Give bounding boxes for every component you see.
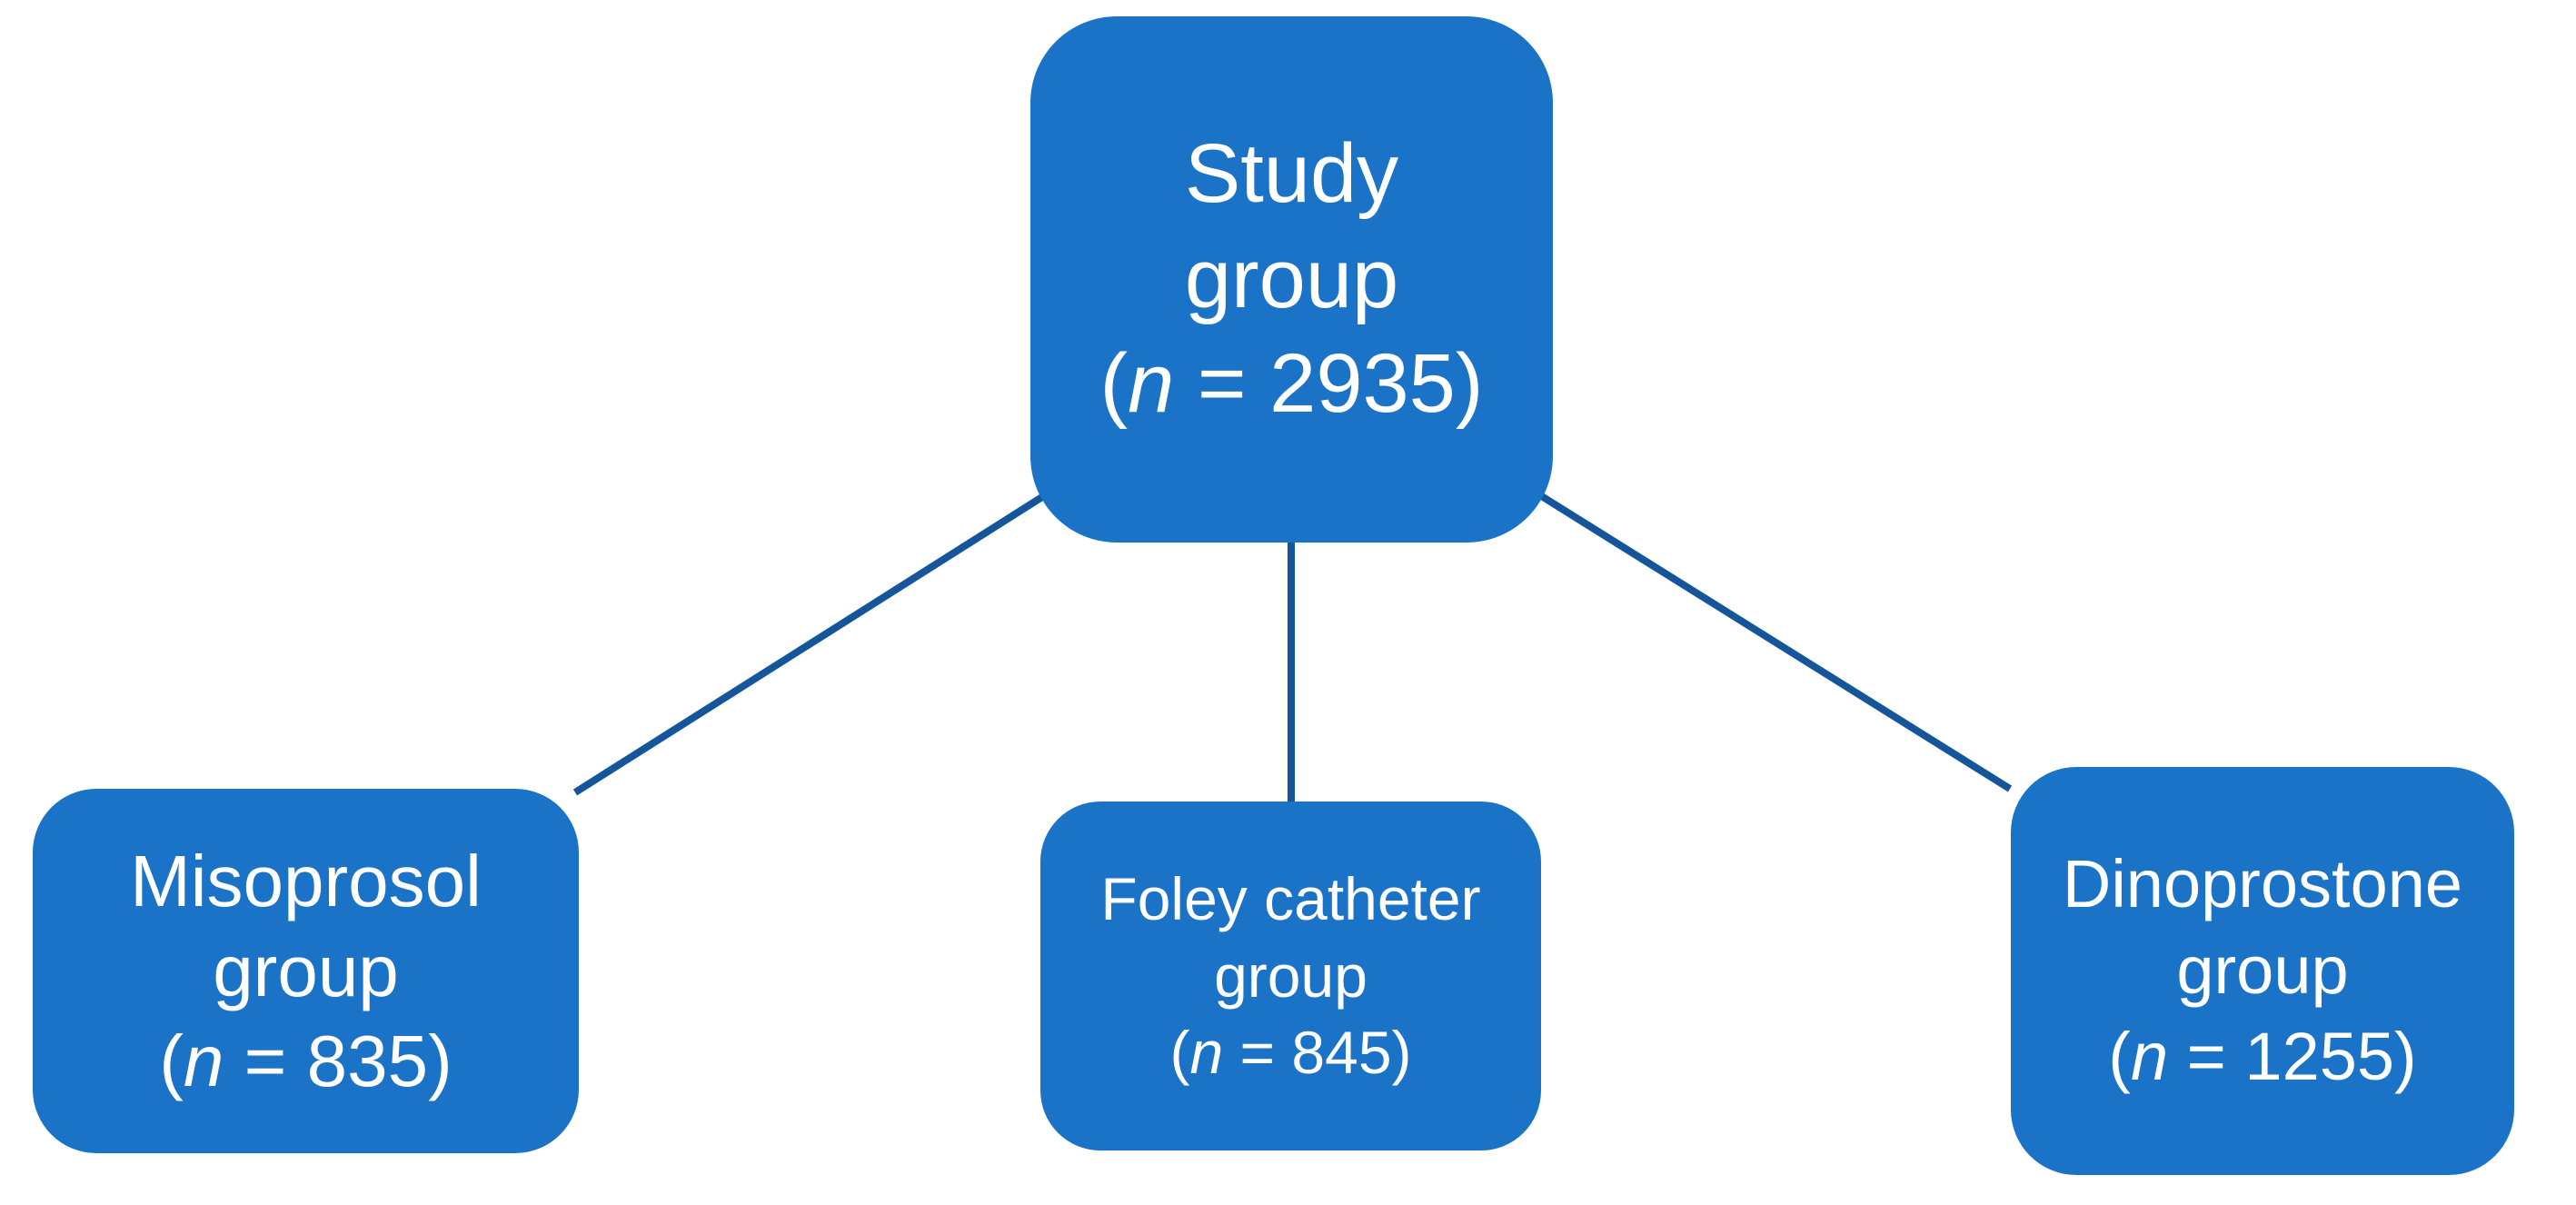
node-study-group-line2: group [1184, 232, 1399, 325]
node-dinoprostone-group-line1: Dinoprostone [2062, 846, 2463, 922]
connector-root-to-misoprosol [572, 492, 1048, 796]
node-dinoprostone-group-line2: group [2176, 932, 2349, 1009]
count-paren-open: ( [1169, 1019, 1190, 1087]
node-foley-catheter-group-count: (n = 845) [1169, 1014, 1411, 1090]
node-dinoprostone-group-count: (n = 1255) [2108, 1014, 2416, 1100]
count-paren-open: ( [2108, 1018, 2131, 1094]
count-paren-open: ( [159, 1021, 184, 1102]
count-n-symbol: n [1128, 337, 1175, 431]
count-value: = 2935) [1174, 337, 1484, 431]
node-dinoprostone-group: Dinoprostone group (n = 1255) [2011, 767, 2514, 1175]
node-foley-catheter-group-line1: Foley catheter [1100, 865, 1481, 933]
node-foley-catheter-group: Foley catheter group (n = 845) [1040, 802, 1541, 1150]
count-value: = 835) [224, 1021, 453, 1102]
count-n-symbol: n [183, 1021, 224, 1102]
connector-root-to-dinoprostone [1537, 492, 2013, 792]
count-n-symbol: n [2130, 1018, 2169, 1094]
node-study-group: Study group (n = 2935) [1030, 16, 1553, 543]
node-study-group-count: (n = 2935) [1100, 332, 1484, 437]
node-study-group-line1: Study [1184, 126, 1399, 220]
node-foley-catheter-group-line2: group [1214, 941, 1368, 1010]
node-misoprosol-group-line1: Misoprosol [130, 840, 482, 921]
node-misoprosol-group-line2: group [213, 930, 399, 1011]
count-value: = 1255) [2168, 1018, 2417, 1094]
node-misoprosol-group: Misoprosol group (n = 835) [33, 789, 579, 1153]
count-value: = 845) [1223, 1019, 1412, 1087]
count-n-symbol: n [1189, 1019, 1224, 1087]
node-misoprosol-group-count: (n = 835) [159, 1016, 452, 1106]
count-paren-open: ( [1099, 337, 1129, 431]
